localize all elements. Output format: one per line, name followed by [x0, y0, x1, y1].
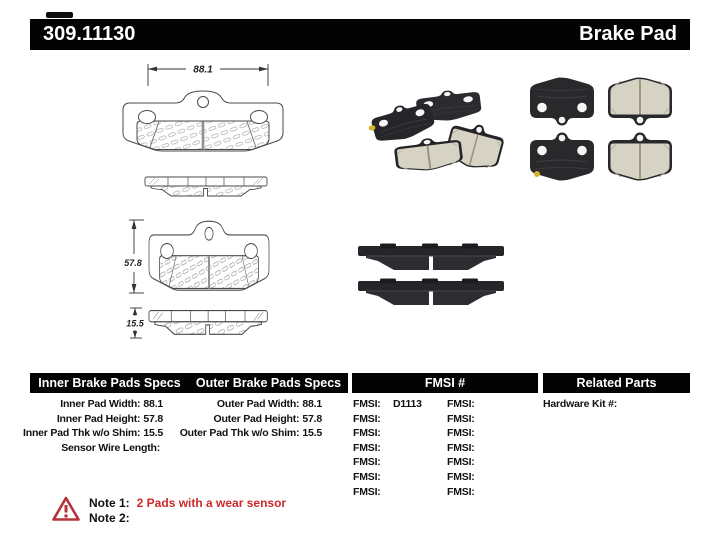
spec-row: Outer Pad Width:88.1	[216, 398, 322, 410]
fmsi-row: FMSI:	[353, 441, 381, 454]
pads-face-photo	[529, 77, 673, 181]
note-1: Note 1: 2 Pads with a wear sensor	[89, 496, 286, 510]
pads-perspective-photo	[368, 86, 508, 175]
wear-sensor-mark	[534, 171, 540, 177]
fmsi-row: FMSI:	[447, 485, 475, 498]
page-title: Brake Pad	[579, 23, 677, 45]
height-dimension: 57.8	[124, 219, 144, 294]
thickness-view-drawing: 15.5	[126, 307, 268, 339]
fmsi-title: FMSI #	[424, 376, 466, 390]
fmsi-row: FMSI:	[447, 456, 475, 469]
related-parts-header: Related Parts	[543, 373, 690, 393]
wear-sensor-mark	[368, 125, 376, 131]
spec-row: Sensor Wire Length:	[61, 441, 160, 454]
top-view-drawing	[144, 176, 268, 197]
spec-row: Outer Pad Thk w/o Shim:15.5	[179, 427, 323, 440]
note-1-label: Note 1:	[89, 496, 130, 510]
fmsi-row: FMSI:	[353, 456, 381, 469]
note-2-label: Note 2:	[89, 511, 130, 525]
scan-artifact	[46, 12, 73, 18]
related-row: Hardware Kit #:	[543, 398, 618, 410]
fmsi-row: FMSI:	[447, 427, 475, 440]
fmsi-row: FMSI:	[353, 427, 381, 440]
related-parts-title: Related Parts	[576, 376, 657, 390]
header-bar: 309.11130 Brake Pad	[30, 19, 690, 50]
fmsi-left-column: FMSI:D1113 FMSI: FMSI: FMSI: FMSI: FMSI:…	[353, 397, 422, 499]
warning-icon	[52, 496, 80, 521]
outer-specs-column: Outer Pad Width:88.1 Outer Pad Height:57…	[169, 397, 323, 441]
inner-specs-title: Inner Brake Pads Specs	[38, 376, 181, 390]
width-dimension-value: 88.1	[193, 65, 213, 76]
note-2: Note 2:	[89, 511, 137, 525]
part-number: 309.11130	[43, 23, 136, 45]
inner-specs-column: Inner Pad Width:88.1 Inner Pad Height:57…	[10, 397, 163, 455]
pads-edge-photo	[357, 243, 505, 306]
fmsi-right-column: FMSI: FMSI: FMSI: FMSI: FMSI: FMSI: FMSI…	[447, 397, 487, 499]
fmsi-row: FMSI:	[447, 470, 475, 483]
side-height-drawing: 57.8	[124, 219, 270, 294]
pads-specs-header: Inner Brake Pads Specs Outer Brake Pads …	[30, 373, 348, 393]
fmsi-row: FMSI:	[447, 412, 475, 425]
related-parts-column: Hardware Kit #:	[543, 397, 623, 412]
note-1-text: 2 Pads with a wear sensor	[136, 496, 287, 510]
spec-row: Inner Pad Thk w/o Shim:15.5	[23, 427, 163, 440]
fmsi-row: FMSI:	[353, 470, 381, 483]
front-view-drawing: 88.1	[122, 64, 284, 152]
spec-row: Inner Pad Width:88.1	[60, 398, 163, 410]
outer-specs-title: Outer Brake Pads Specs	[195, 376, 342, 390]
height-dimension-value: 57.8	[124, 258, 142, 268]
fmsi-row: FMSI:	[353, 412, 381, 425]
spec-row: Outer Pad Height:57.8	[213, 412, 323, 425]
width-dimension: 88.1	[147, 64, 269, 86]
thickness-dimension: 15.5	[126, 307, 145, 339]
fmsi-row: FMSI:	[447, 398, 475, 410]
fmsi-row: FMSI:D1113	[353, 398, 422, 410]
thickness-dimension-value: 15.5	[126, 319, 145, 329]
fmsi-row: FMSI:	[353, 485, 381, 498]
fmsi-header: FMSI #	[352, 373, 538, 393]
spec-row: Inner Pad Height:57.8	[56, 412, 163, 425]
fmsi-row: FMSI:	[447, 441, 475, 454]
